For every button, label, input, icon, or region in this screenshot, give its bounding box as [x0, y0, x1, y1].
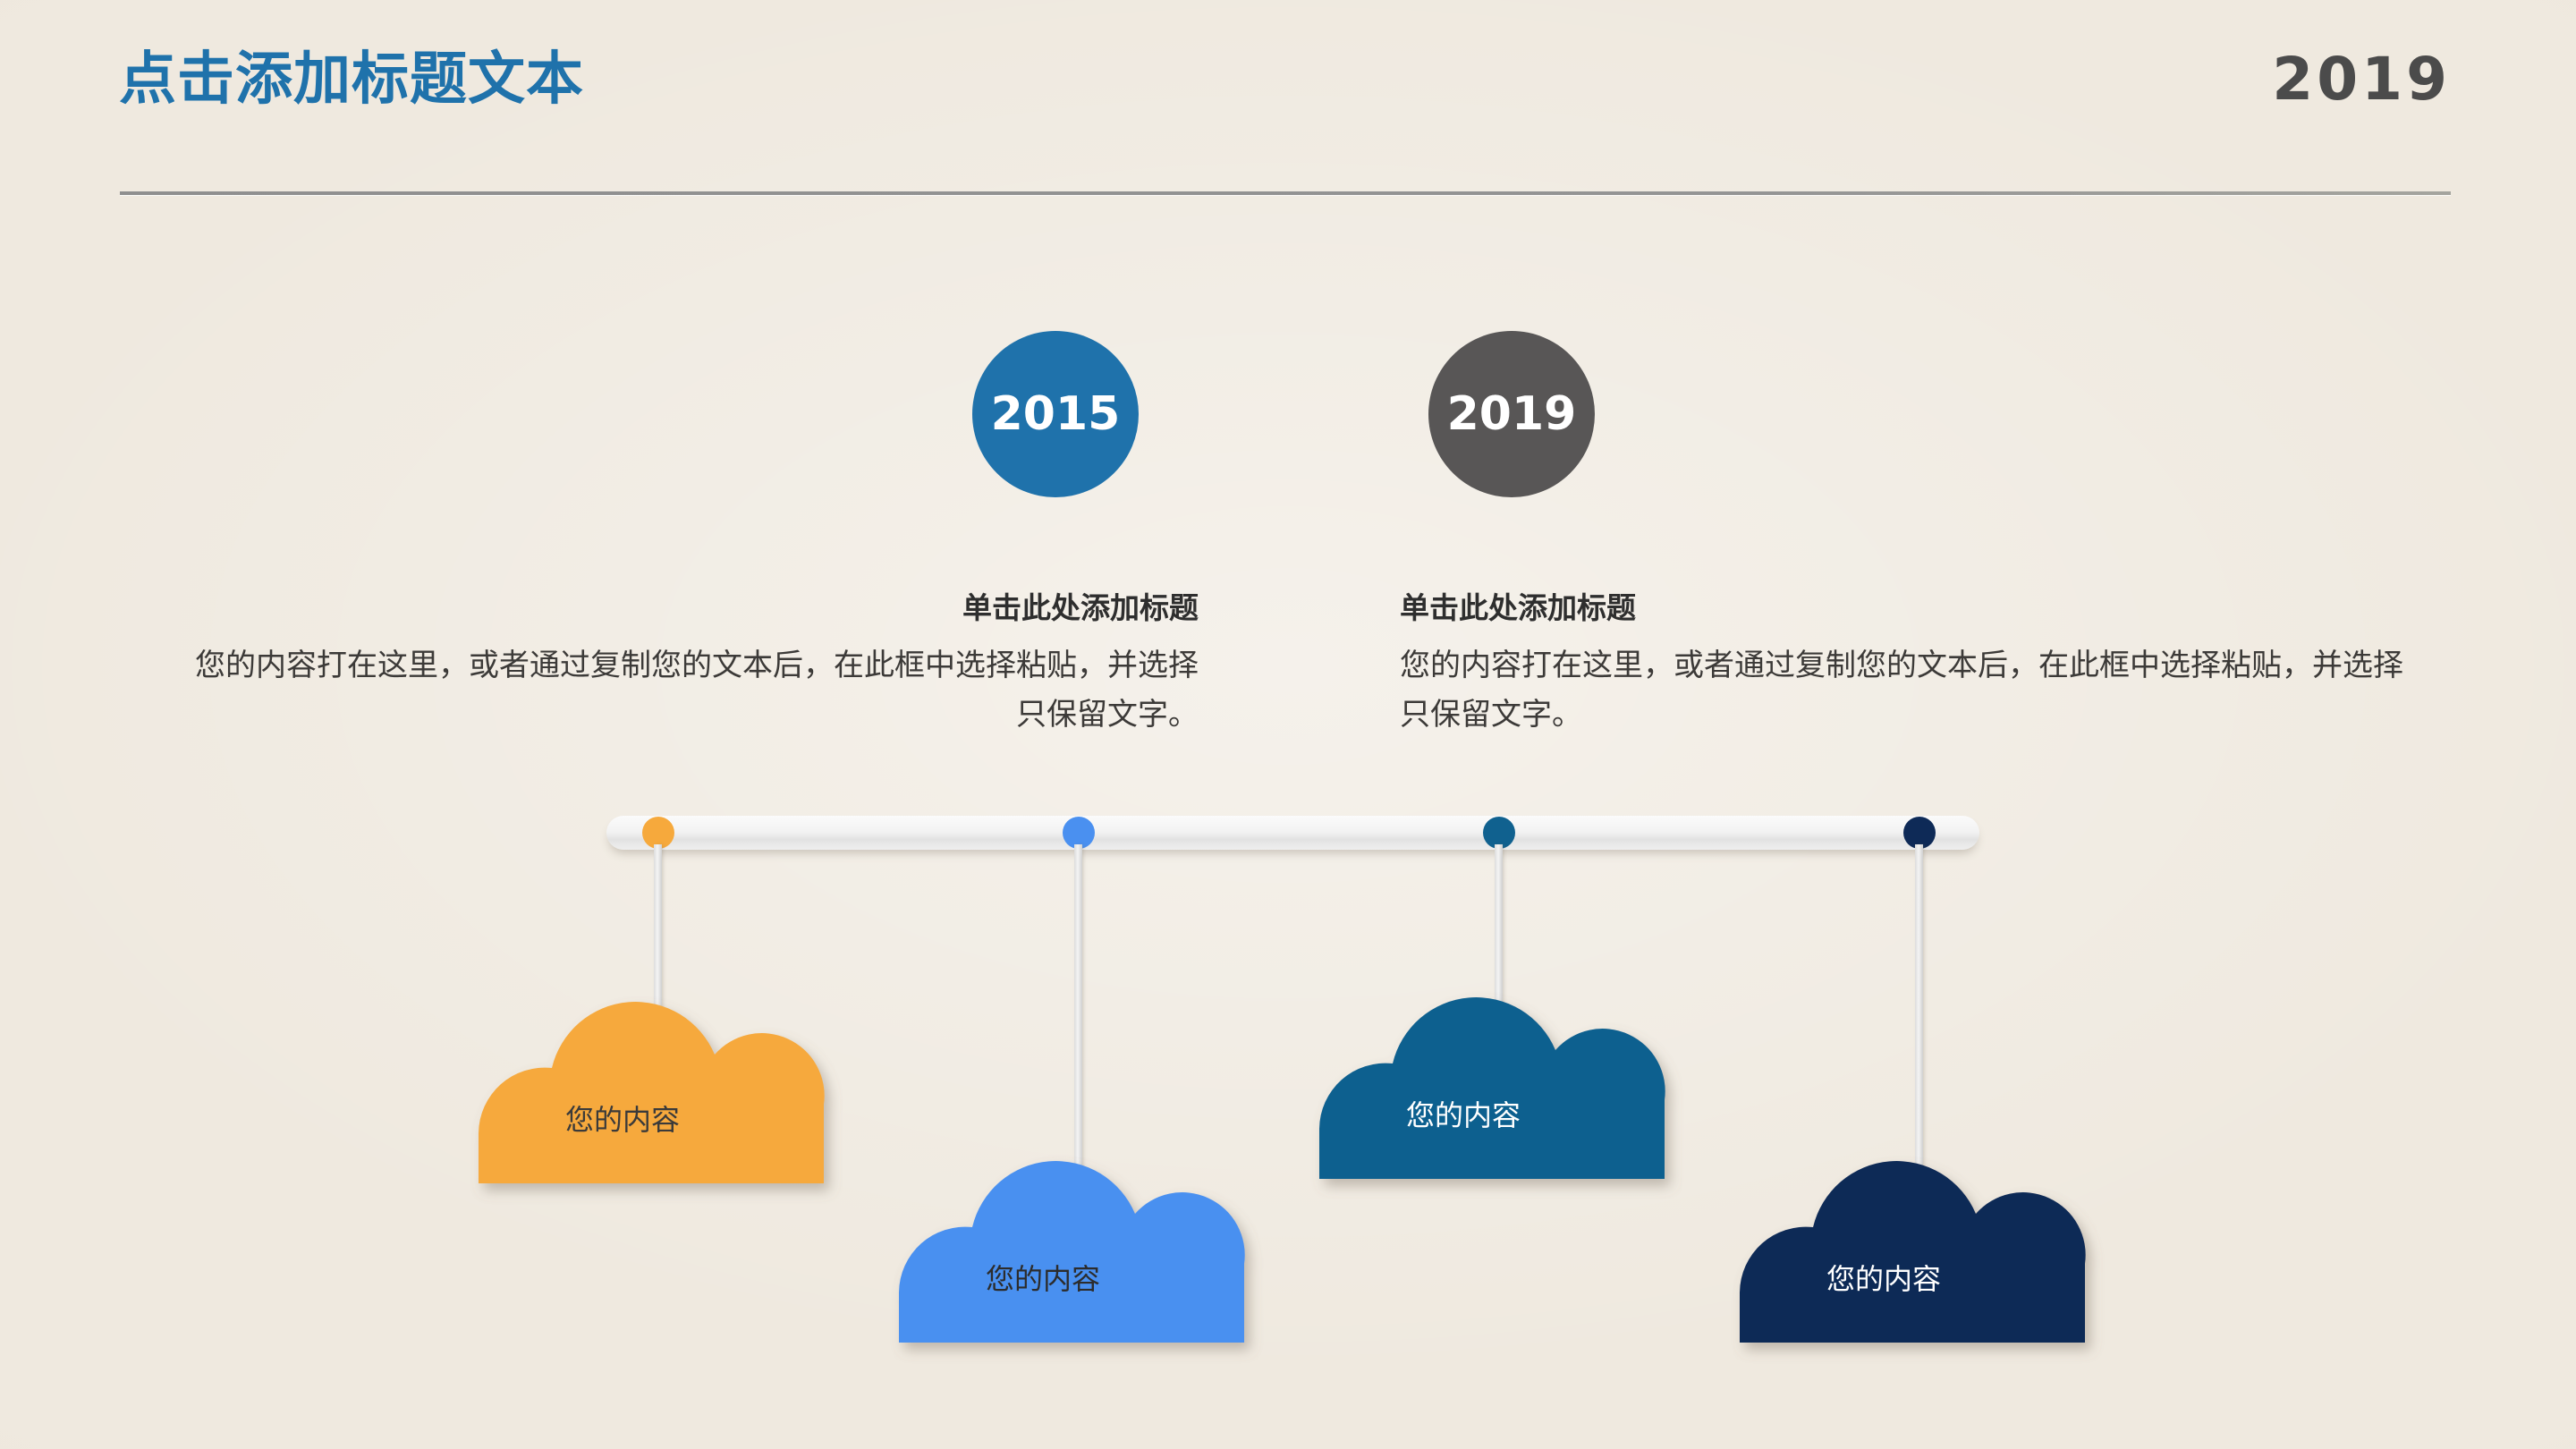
milestone-circle-2015[interactable]: 2015 — [972, 331, 1139, 497]
cloud-hang-string-3 — [1495, 844, 1503, 1023]
text-block-heading[interactable]: 单击此处添加标题 — [962, 590, 1199, 625]
text-block-heading[interactable]: 单击此处添加标题 — [1400, 590, 1636, 625]
header-year-label: 2019 — [2272, 45, 2451, 114]
cloud-shape-4[interactable]: 您的内容 — [1724, 1158, 2099, 1364]
timeline-dot-4[interactable] — [1903, 817, 1936, 849]
cloud-shape-1[interactable]: 您的内容 — [462, 999, 838, 1205]
text-block-body[interactable]: 您的内容打在这里，或者通过复制您的文本后，在此框中选择粘贴，并选择只保留文字。 — [1400, 647, 2403, 733]
cloud-icon — [1740, 1161, 2086, 1343]
cloud-icon — [1319, 997, 1665, 1179]
cloud-shape-2[interactable]: 您的内容 — [883, 1158, 1258, 1364]
cloud-hang-string-4 — [1915, 844, 1923, 1186]
milestone-circle-label: 2015 — [990, 387, 1121, 441]
milestone-circle-2019[interactable]: 2019 — [1428, 331, 1595, 497]
cloud-shape-3[interactable]: 您的内容 — [1303, 995, 1679, 1200]
text-block-body[interactable]: 您的内容打在这里，或者通过复制您的文本后，在此框中选择粘贴，并选择只保留文字。 — [195, 647, 1199, 733]
timeline-dot-2[interactable] — [1063, 817, 1095, 849]
cloud-icon — [899, 1161, 1245, 1343]
timeline-dot-3[interactable] — [1483, 817, 1515, 849]
cloud-hang-string-1 — [654, 844, 662, 1028]
timeline-rail — [606, 816, 1979, 850]
title-divider — [120, 191, 2451, 195]
timeline-dot-1[interactable] — [642, 817, 674, 849]
text-block-left: 单击此处添加标题 您的内容打在这里，或者通过复制您的文本后，在此框中选择粘贴，并… — [170, 586, 1199, 740]
milestone-circle-label: 2019 — [1446, 387, 1577, 441]
cloud-icon — [479, 1002, 825, 1183]
page-title[interactable]: 点击添加标题文本 — [119, 47, 584, 113]
text-block-right: 单击此处添加标题 您的内容打在这里，或者通过复制您的文本后，在此框中选择粘贴，并… — [1400, 586, 2428, 740]
cloud-hang-string-2 — [1074, 844, 1082, 1186]
